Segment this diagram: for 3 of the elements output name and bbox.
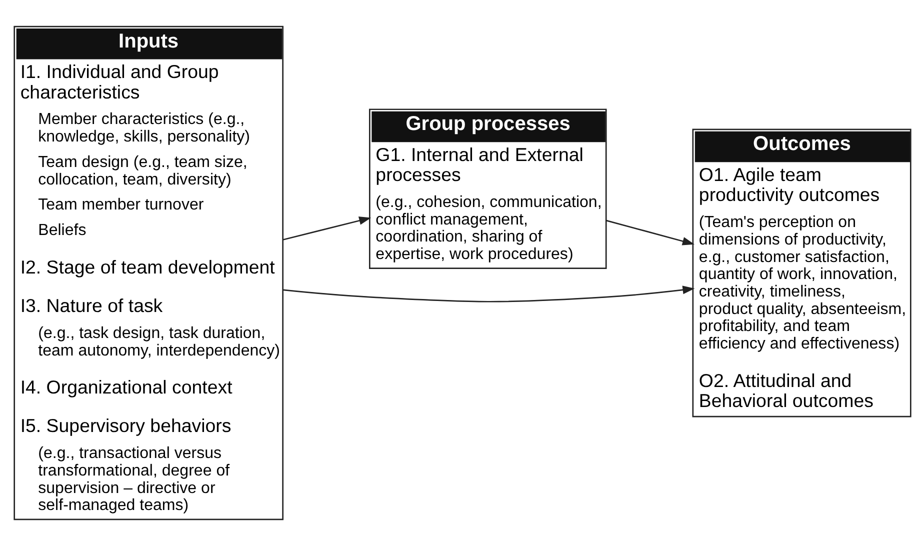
arrow: [282, 286, 694, 302]
arrow: [606, 220, 694, 246]
arrow: [282, 216, 371, 240]
